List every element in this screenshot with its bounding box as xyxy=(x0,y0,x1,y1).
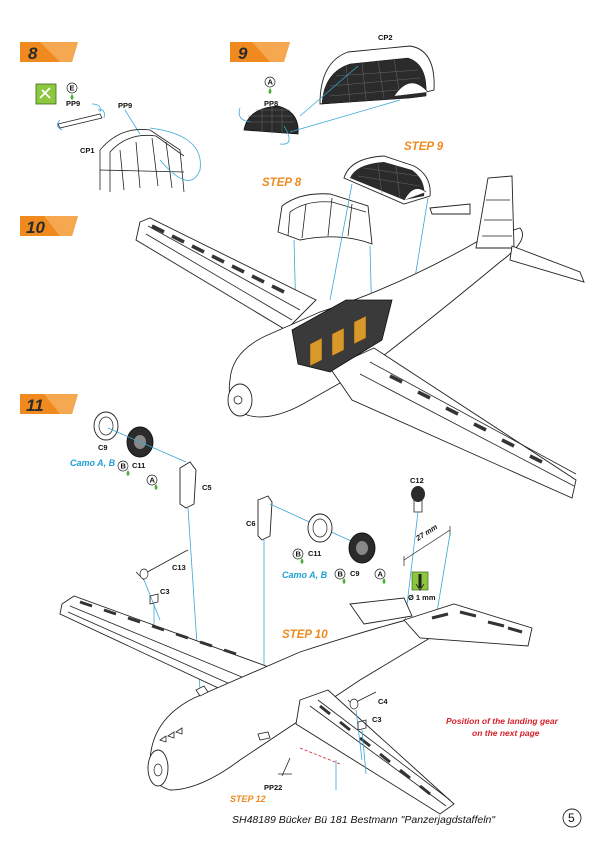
glue-code-b2: B xyxy=(296,550,302,559)
step-10-number: 10 xyxy=(26,218,45,237)
page-number: 5 xyxy=(568,811,575,825)
part-c3-right xyxy=(357,719,367,731)
part-label-c3-b: C3 xyxy=(372,715,382,724)
step-ref-step12: STEP 12 xyxy=(230,794,266,804)
part-label-c11-b: C11 xyxy=(308,549,321,558)
camo-label-first: Camo A, B xyxy=(70,458,116,468)
part-c3-left xyxy=(149,593,159,605)
camo-label-second: Camo A, B xyxy=(282,570,328,580)
part-label-cp1: CP1 xyxy=(80,146,95,155)
glue-code-a1: A xyxy=(268,78,274,87)
part-label-c3-a: C3 xyxy=(160,587,170,596)
part-cp2 xyxy=(319,45,435,105)
glue-drop-icon: B xyxy=(334,568,346,584)
part-label-pp22: PP22 xyxy=(264,783,282,792)
step-9-number: 9 xyxy=(238,44,248,63)
glue-drop-icon: A xyxy=(264,76,276,94)
glue-code-b3: B xyxy=(338,570,344,579)
drill-icon xyxy=(411,571,429,591)
aircraft-outline-upper xyxy=(135,175,585,499)
glue-code-b1: B xyxy=(121,462,127,471)
part-label-c12: C12 xyxy=(410,476,424,485)
glue-drop-icon: B xyxy=(117,460,130,476)
part-c11-hub xyxy=(307,513,333,543)
part-label-pp9-a: PP9 xyxy=(66,99,80,108)
footer-title: SH48189 Bücker Bü 181 Bestmann "Panzerja… xyxy=(232,814,496,826)
glue-code-a3: A xyxy=(378,570,384,579)
dimension-27mm: 27 mm xyxy=(403,522,451,566)
step-8-section: 8 E PP9 PP9 CP1 xyxy=(20,42,201,193)
landing-gear-note-line2: on the next page xyxy=(472,728,540,738)
step-ref-step9: STEP 9 xyxy=(404,141,444,153)
part-label-c13: C13 xyxy=(172,563,186,572)
glue-code-a2: A xyxy=(150,476,156,485)
part-label-pp9-b: PP9 xyxy=(118,101,132,110)
part-c12 xyxy=(411,486,425,513)
glue-code-e: E xyxy=(70,84,75,93)
part-label-c4: C4 xyxy=(378,697,388,706)
page-number-badge xyxy=(562,808,582,828)
step-9-section: 9 A PP8 CP2 xyxy=(230,33,435,145)
step-11-number: 11 xyxy=(26,396,44,415)
part-cp1-canopy xyxy=(99,129,185,193)
aircraft-outline-lower xyxy=(59,595,533,815)
part-c9-hub xyxy=(93,411,119,441)
drill-size-label: Ø 1 mm xyxy=(408,593,436,602)
glue-drop-icon: E xyxy=(66,82,78,100)
part-pp8 xyxy=(243,105,299,135)
part-c9-tire xyxy=(348,532,376,564)
assembled-canopy-front xyxy=(277,193,373,245)
step-ref-step8: STEP 8 xyxy=(262,177,302,189)
part-label-cp2: CP2 xyxy=(378,33,393,42)
step-10-section: 10 STEP 8 STEP 9 xyxy=(20,141,585,499)
part-label-c5: C5 xyxy=(202,483,212,492)
part-c6 xyxy=(257,495,273,541)
part-pp9 xyxy=(57,113,103,129)
step-ref-step10: STEP 10 xyxy=(282,629,328,641)
part-label-pp8: PP8 xyxy=(264,99,278,108)
part-label-c6: C6 xyxy=(246,519,256,528)
glue-drop-icon: B xyxy=(292,548,304,564)
part-pp22 xyxy=(278,757,292,777)
step-8-number: 8 xyxy=(28,44,38,63)
part-label-c11-a: C11 xyxy=(132,461,145,470)
part-label-c9-a: C9 xyxy=(98,443,108,452)
step-11-section: 11 C9 Camo A, B B C11 A C5 xyxy=(20,394,559,815)
footer: SH48189 Bücker Bü 181 Bestmann "Panzerja… xyxy=(232,808,582,828)
glue-drop-icon: A xyxy=(146,474,158,490)
dimension-length-label: 27 mm xyxy=(413,522,439,543)
glue-drop-icon: A xyxy=(374,568,386,584)
part-label-c9-b: C9 xyxy=(350,569,360,578)
assembled-canopy-rear xyxy=(343,155,431,205)
part-c5 xyxy=(179,461,197,509)
landing-gear-note-line1: Position of the landing gear xyxy=(446,716,559,726)
